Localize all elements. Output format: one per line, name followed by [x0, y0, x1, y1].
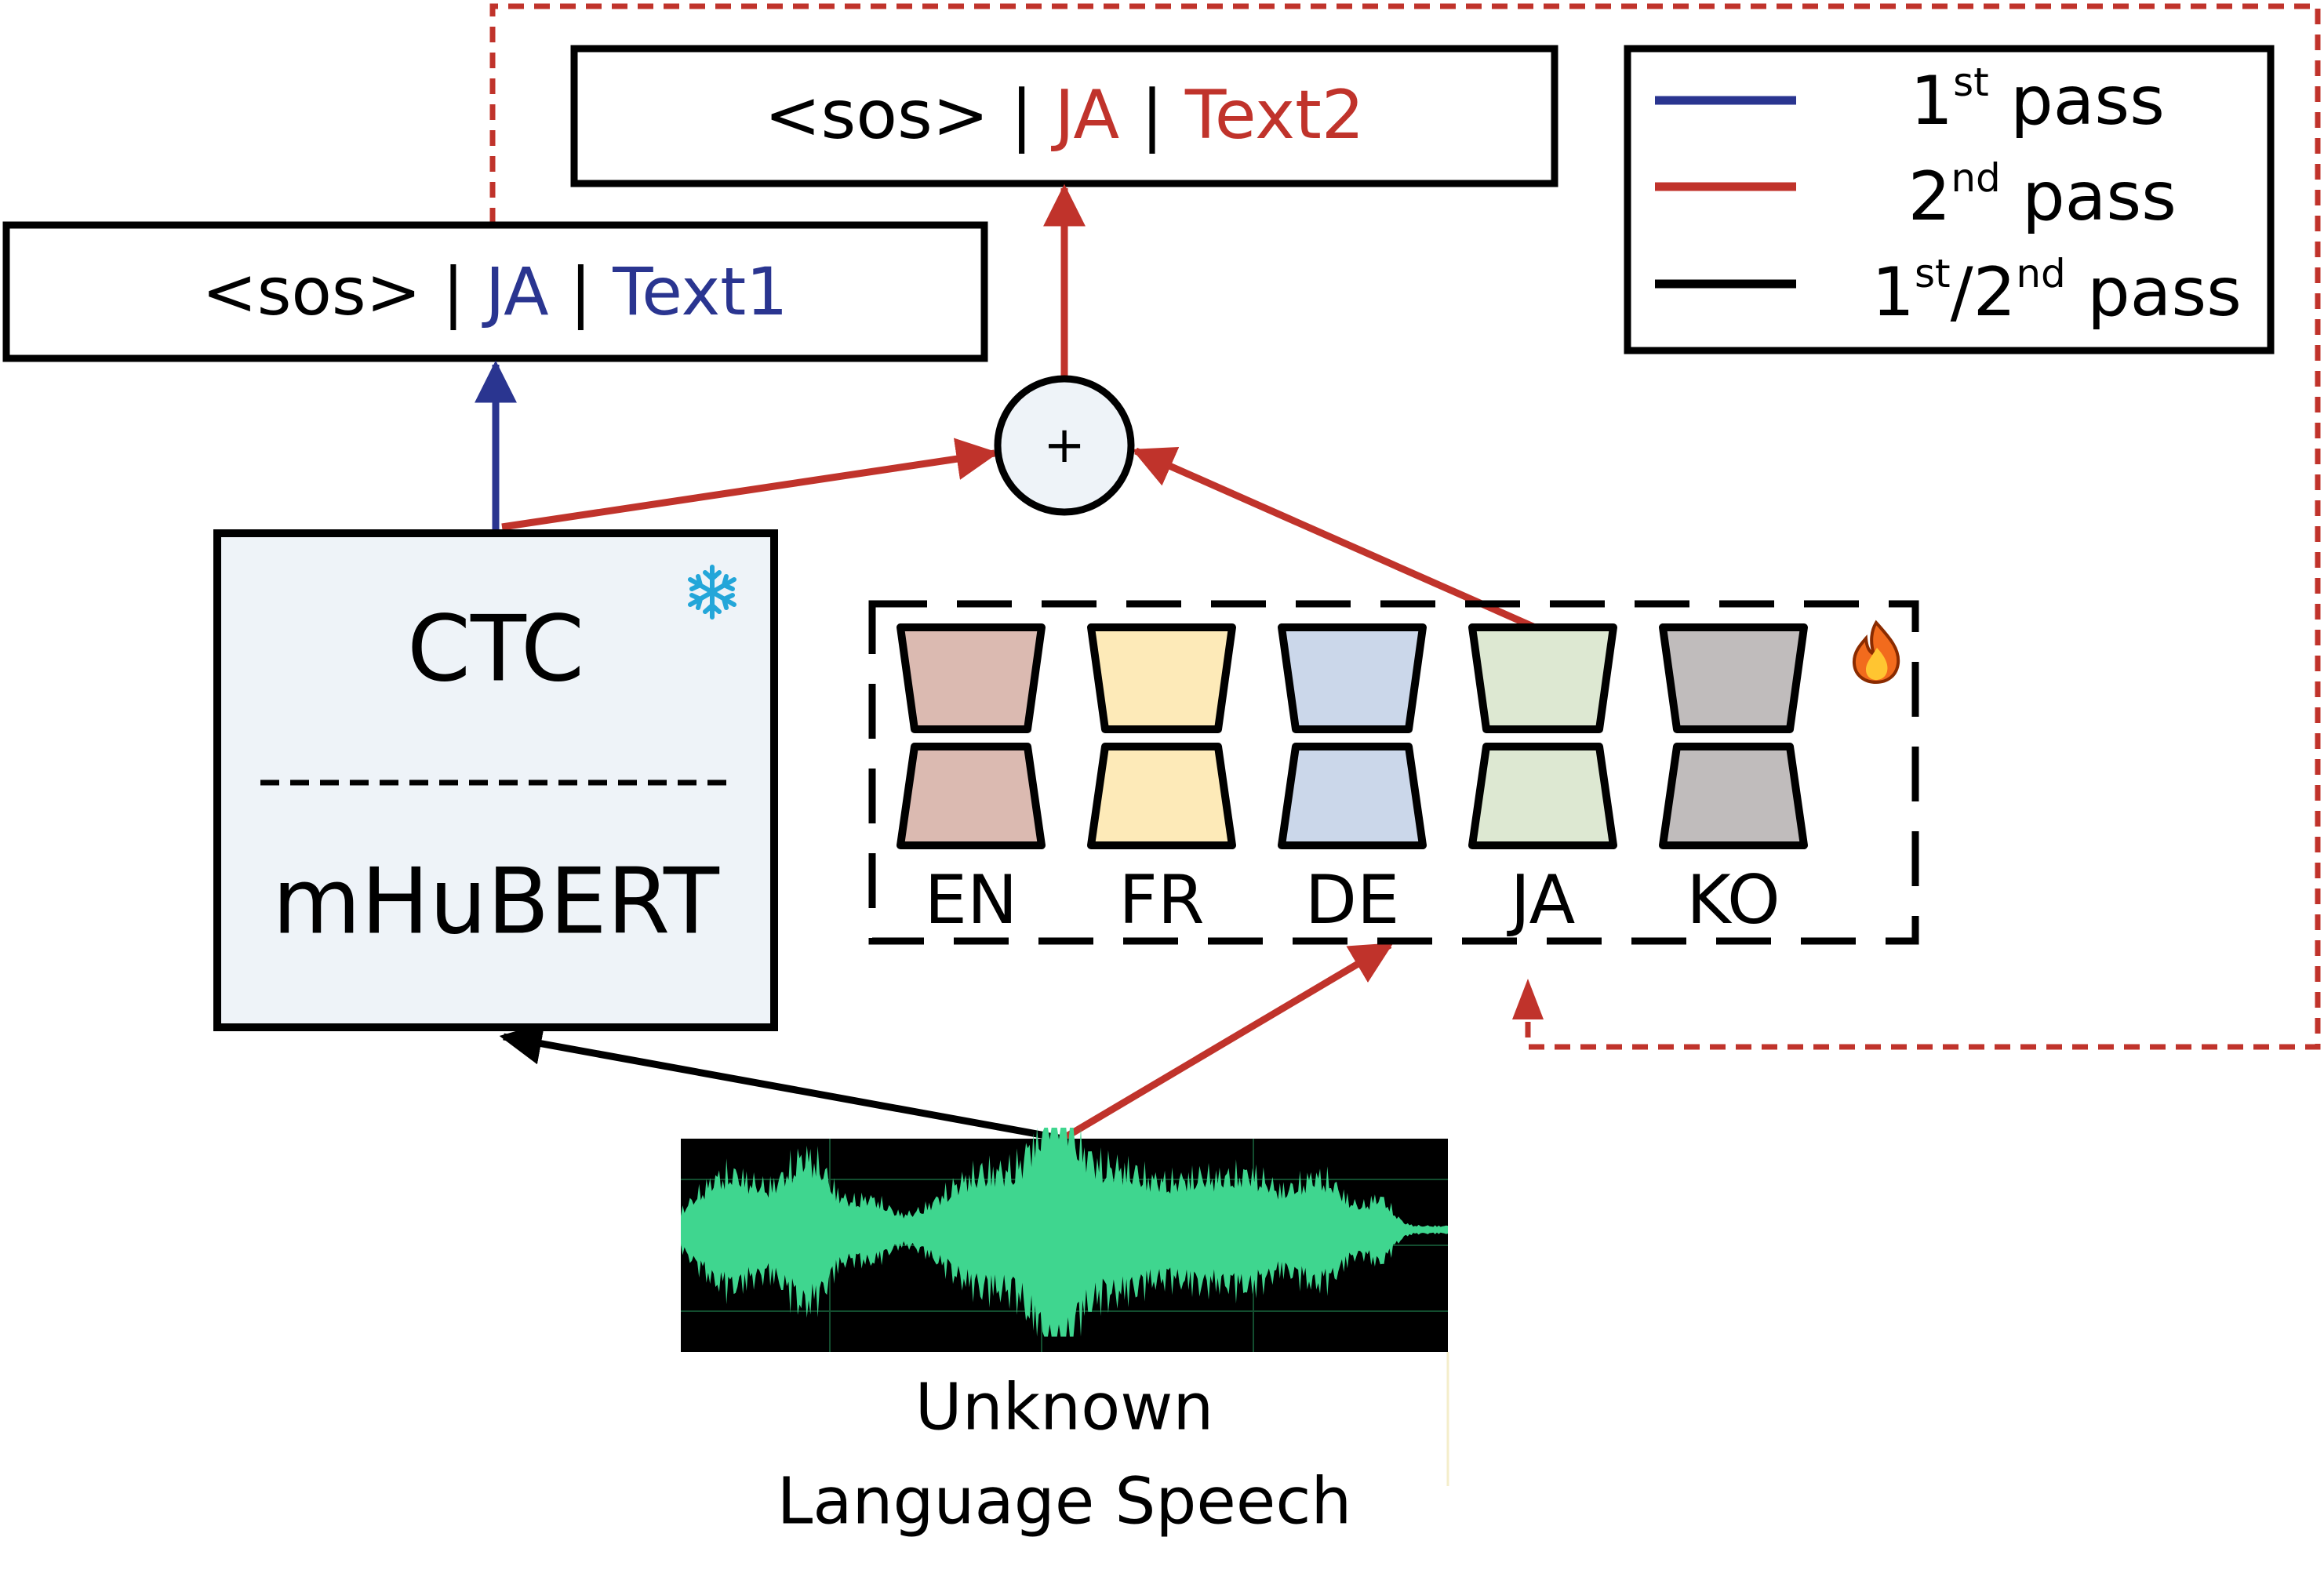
adapter-ja: JA: [1468, 623, 1617, 939]
adapter-label: FR: [1118, 861, 1204, 939]
adapter-lower-block: [1278, 743, 1427, 849]
combiner-node: +: [994, 375, 1135, 516]
second-pass-output-box: <sos> | JA | Text2: [570, 45, 1558, 187]
adapter-lower-block: [1659, 743, 1808, 849]
adapter-label: DE: [1305, 861, 1400, 939]
adapter-upper-block: [1278, 623, 1427, 733]
svg-text:<sos> | JA | Text1: <sos> | JA | Text1: [202, 253, 787, 330]
separator: |: [442, 253, 464, 330]
sos-token: <sos>: [764, 76, 988, 154]
arrow-speech-to-model: [499, 1023, 1064, 1143]
ctc-label: CTC: [407, 597, 584, 703]
adapter-label: JA: [1507, 861, 1576, 939]
ctc-mhubert-model: CTC mHuBERT: [213, 529, 778, 1031]
adapter-en: EN: [897, 623, 1046, 939]
adapter-lower-block: [1468, 743, 1617, 849]
language-token: JA: [482, 253, 549, 330]
adapter-lower-block: [897, 743, 1046, 849]
transcript-token: Text2: [1184, 76, 1365, 154]
language-adapter-group: EN FR DE JA KO: [868, 600, 1919, 945]
feedback-loop-line: [489, 3, 2321, 1050]
separator: |: [569, 253, 591, 330]
transcript-token: Text1: [612, 253, 787, 330]
first-pass-output-box: <sos> | JA | Text1: [2, 221, 988, 362]
input-label-line2: Language Speech: [777, 1465, 1352, 1539]
legend-label-second-pass: 2nd pass: [1908, 155, 2177, 236]
arrow-speech-to-adapters: [1060, 942, 1394, 1142]
adapter-upper-block: [1659, 623, 1808, 733]
adapter-upper-block: [1087, 623, 1236, 733]
svg-text:<sos> | JA | Text2: <sos> | JA | Text2: [764, 76, 1364, 154]
legend: 1st pass 2nd pass 1st/2nd pass: [1624, 45, 2275, 354]
adapter-fr: FR: [1087, 623, 1236, 939]
fire-icon: [1852, 620, 1900, 685]
arrow-model-to-combiner: [501, 438, 999, 531]
separator: |: [1010, 76, 1033, 154]
input-label-line1: Unknown: [915, 1371, 1214, 1445]
legend-label-both-pass: 1st/2nd pass: [1871, 251, 2242, 332]
adapter-upper-block: [1468, 623, 1617, 733]
sos-token: <sos>: [202, 253, 421, 330]
adapter-ko: KO: [1659, 623, 1808, 939]
legend-label-first-pass: 1st pass: [1910, 60, 2165, 140]
language-token: JA: [1051, 76, 1120, 154]
feedback-arrowhead: [1512, 979, 1544, 1019]
separator: |: [1141, 76, 1164, 154]
adapter-label: EN: [925, 861, 1018, 939]
snowflake-icon: [688, 565, 736, 620]
adapter-lower-block: [1087, 743, 1236, 849]
adapter-upper-block: [897, 623, 1046, 733]
plus-symbol: +: [1043, 416, 1086, 474]
mhubert-label: mHuBERT: [272, 849, 720, 955]
adapter-de: DE: [1278, 623, 1427, 939]
adapter-label: KO: [1686, 861, 1780, 939]
waveform-icon: [681, 1128, 1449, 1486]
